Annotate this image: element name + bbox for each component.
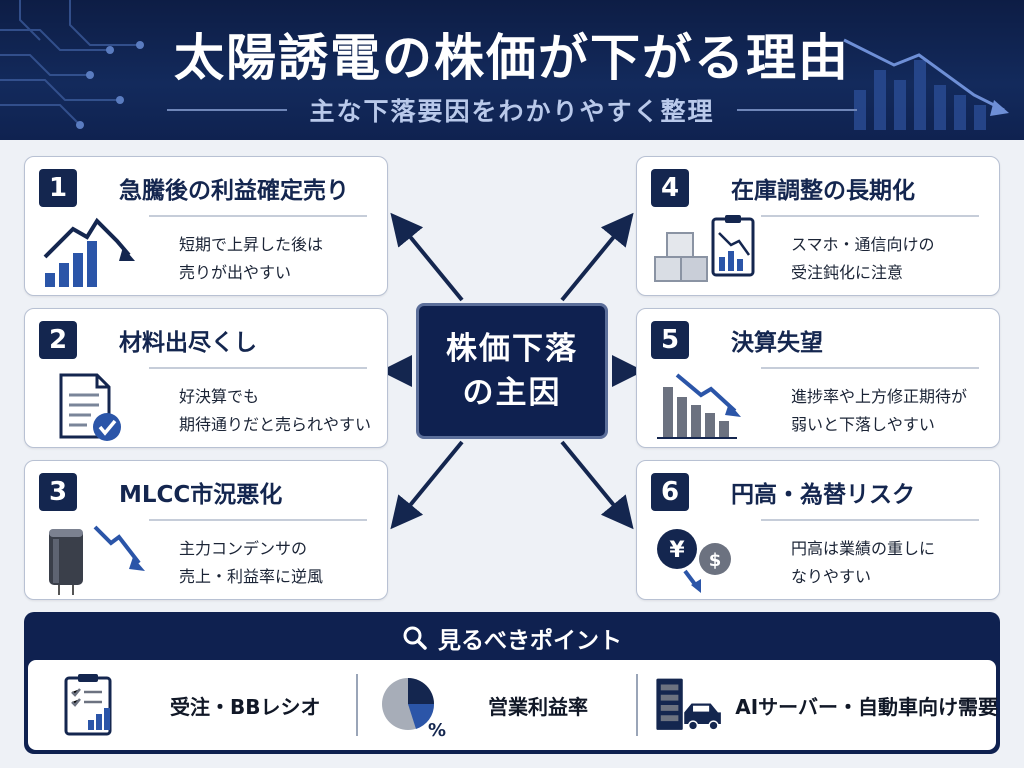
document-check-icon bbox=[59, 373, 121, 441]
page-title: 太陽誘電の株価が下がる理由 bbox=[174, 29, 850, 87]
reason-card-5: 5 決算失望 進捗率や上方修正期待が 弱いと下落しやすい bbox=[636, 308, 1000, 448]
pie-percent-icon: % bbox=[382, 678, 446, 740]
card-desc-line: 好決算でも bbox=[179, 387, 260, 406]
card-title: 急騰後の利益確定売り bbox=[119, 178, 349, 204]
reason-card-3: 3 MLCC市況悪化 主力コンデンサの 売上・利益率に逆風 bbox=[24, 460, 388, 600]
card-divider bbox=[149, 519, 367, 521]
capacitor-icon bbox=[49, 525, 145, 595]
card-desc-line: 期待通りだと売られやすい bbox=[179, 415, 372, 434]
card-desc-line: 進捗率や上方修正期待が bbox=[791, 387, 968, 406]
card-desc-line: スマホ・通信向けの bbox=[791, 235, 935, 254]
point-item-order-bb-ratio: 受注・BBレシオ bbox=[48, 660, 348, 750]
point-item-ai-auto-demand: AIサーバー・自動車向け需要 bbox=[638, 660, 998, 750]
circuit-decoration-icon bbox=[0, 0, 144, 129]
card-desc-line: 受注鈍化に注意 bbox=[791, 263, 904, 282]
card-description: 主力コンデンサの 売上・利益率に逆風 bbox=[179, 535, 323, 591]
card-desc-line: 円高は業績の重しに bbox=[791, 539, 936, 558]
point-label: AIサーバー・自動車向け需要 bbox=[735, 694, 998, 719]
reason-card-1: 1 急騰後の利益確定売り 短期で上昇した後は 売りが出やすい bbox=[24, 156, 388, 296]
card-title: 材料出尽くし bbox=[119, 330, 257, 356]
subtitle-row: 主な下落要因をわかりやすく整理 bbox=[0, 92, 1024, 128]
point-divider bbox=[636, 674, 638, 736]
page-subtitle: 主な下落要因をわかりやすく整理 bbox=[309, 97, 715, 126]
boxes-clipboard-icon bbox=[654, 215, 755, 282]
header-banner: 太陽誘電の株価が下がる理由 主な下落要因をわかりやすく整理 bbox=[0, 0, 1024, 140]
card-divider bbox=[761, 519, 979, 521]
svg-text:$: $ bbox=[709, 550, 722, 571]
card-description: 好決算でも 期待通りだと売られやすい bbox=[179, 383, 371, 439]
card-divider bbox=[761, 367, 979, 369]
key-points-panel: 受注・BBレシオ % 営業利益率 AIサーバー・自動車向け需要 bbox=[28, 660, 998, 750]
card-number: 3 bbox=[39, 473, 77, 511]
card-desc-line: 短期で上昇した後は bbox=[179, 235, 324, 254]
card-description: 円高は業績の重しに なりやすい bbox=[791, 535, 935, 591]
key-points-section: 見るべきポイント 受注・BBレシオ % 営業利益率 bbox=[24, 612, 1000, 754]
card-description: 短期で上昇した後は 売りが出やすい bbox=[179, 231, 323, 287]
key-points-title: 見るべきポイント bbox=[438, 628, 622, 654]
center-line-2: の主因 bbox=[462, 375, 562, 411]
card-description: 進捗率や上方修正期待が 弱いと下落しやすい bbox=[791, 383, 967, 439]
card-description: スマホ・通信向けの 受注鈍化に注意 bbox=[791, 231, 935, 287]
arrow-to-card-3 bbox=[390, 440, 464, 530]
card-desc-line: 売りが出やすい bbox=[179, 263, 292, 282]
card-title: 決算失望 bbox=[731, 330, 823, 356]
card-desc-line: 売上・利益率に逆風 bbox=[179, 567, 324, 586]
clipboard-chart-icon bbox=[64, 674, 112, 736]
point-divider bbox=[356, 674, 358, 736]
server-car-icon bbox=[656, 678, 721, 731]
center-main-cause: 株価下落 の主因 bbox=[416, 303, 608, 439]
search-icon bbox=[403, 626, 427, 650]
reason-card-6: 6 円高・為替リスク ¥ $ 円高は業績の重しに なりやすい bbox=[636, 460, 1000, 600]
card-number: 5 bbox=[651, 321, 689, 359]
declining-chart-decoration-icon bbox=[843, 38, 1009, 130]
rising-bars-falling-arrow-icon bbox=[43, 217, 135, 287]
reason-card-4: 4 在庫調整の長期化 スマホ・通信向けの 受注鈍化に注意 bbox=[636, 156, 1000, 296]
card-desc-line: 弱いと下落しやすい bbox=[791, 415, 935, 434]
arrow-to-card-1 bbox=[390, 212, 464, 302]
card-number: 2 bbox=[39, 321, 77, 359]
reason-card-2: 2 材料出尽くし 好決算でも 期待通りだと売られやすい bbox=[24, 308, 388, 448]
svg-text:¥: ¥ bbox=[669, 538, 685, 563]
falling-bars-icon bbox=[657, 373, 741, 439]
card-divider bbox=[761, 215, 979, 217]
arrow-to-card-4 bbox=[560, 212, 634, 302]
card-number: 4 bbox=[651, 169, 689, 207]
card-title: 円高・為替リスク bbox=[731, 482, 915, 508]
card-title: MLCC市況悪化 bbox=[119, 482, 283, 508]
card-number: 1 bbox=[39, 169, 77, 207]
card-title: 在庫調整の長期化 bbox=[731, 178, 915, 204]
center-line-1: 株価下落 bbox=[446, 331, 578, 367]
yen-dollar-icon: ¥ $ bbox=[657, 529, 731, 593]
card-desc-line: 主力コンデンサの bbox=[179, 539, 308, 558]
point-label: 受注・BBレシオ bbox=[170, 694, 321, 719]
pie-percent-text: % bbox=[428, 720, 446, 740]
card-divider bbox=[149, 215, 367, 217]
card-divider bbox=[149, 367, 367, 369]
card-number: 6 bbox=[651, 473, 689, 511]
point-label: 営業利益率 bbox=[488, 694, 588, 719]
key-points-header: 見るべきポイント bbox=[24, 620, 1000, 656]
subtitle-divider-left bbox=[167, 109, 288, 111]
arrow-to-card-6 bbox=[560, 440, 634, 530]
card-desc-line: なりやすい bbox=[791, 567, 872, 586]
point-item-operating-margin: % 営業利益率 bbox=[358, 660, 628, 750]
subtitle-divider-right bbox=[736, 109, 857, 111]
